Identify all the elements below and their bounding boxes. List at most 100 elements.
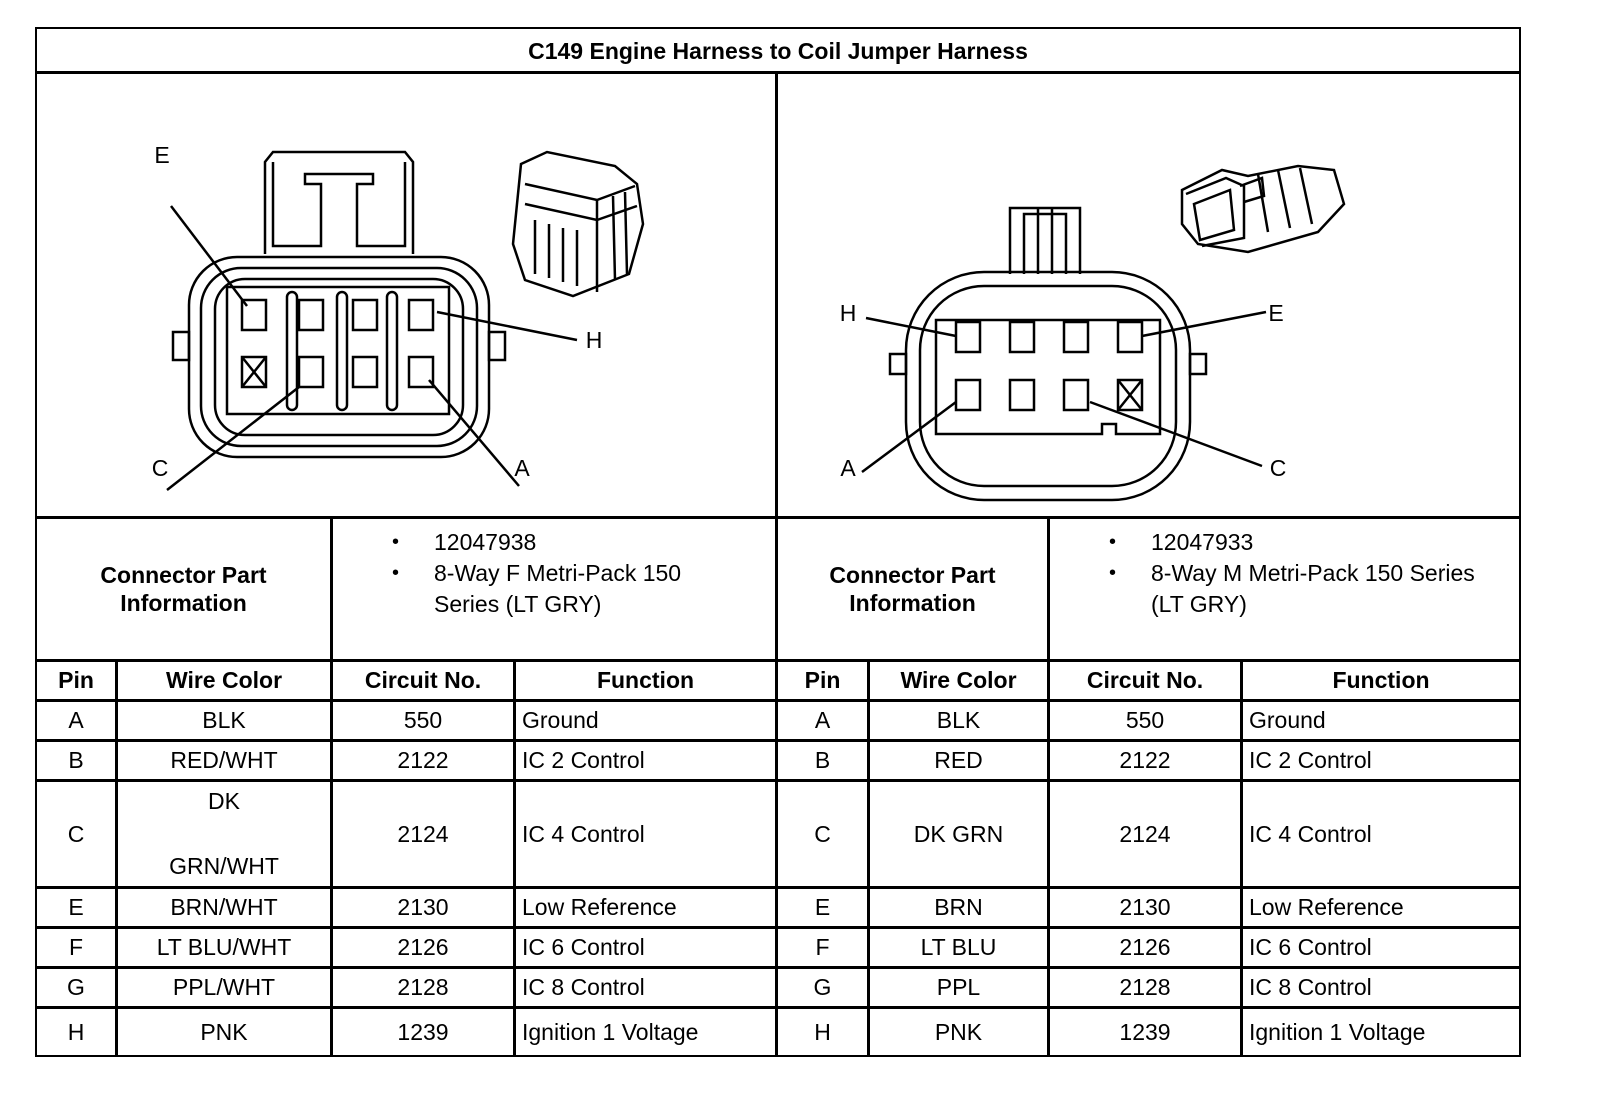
cell-function: IC 8 Control [1249,974,1372,1000]
cell-wire-color: BLK [936,707,981,733]
cell-wire-color: PPL/WHT [172,974,276,1000]
cell-circuit: 2128 [397,974,449,1000]
part-info-label-left: Connector Part Information [37,519,330,659]
cell-circuit: 2122 [1119,747,1171,773]
cell-wire-color: PNK [934,1018,983,1045]
cell-circuit: 2130 [1119,894,1171,920]
cell-function: Low Reference [522,894,677,920]
cell-circuit: 1239 [397,1018,449,1045]
part-number-item: 12047938 [380,527,740,558]
col-line [1240,659,1243,1057]
pin-label-a: A [514,454,530,481]
col-header-circuit: Circuit No. [364,667,482,693]
cell-circuit: 2126 [1119,934,1171,960]
cell-wire-color: BLK [202,707,246,733]
row-line [37,966,1519,969]
cell-wire-color: RED [934,747,983,773]
part-info-label-line: Connector Part [829,562,996,588]
cell-pin: H [814,1018,831,1045]
wire-color-line: DK [208,788,240,814]
cell-pin: G [813,974,832,1000]
cell-function: IC 6 Control [1249,934,1372,960]
female-connector-diagram [166,150,645,491]
cell-circuit: 2124 [1119,820,1171,847]
col-line [867,659,870,1057]
col-header-pin: Pin [804,667,841,693]
cell-function: IC 4 Control [1249,820,1372,847]
cell-pin: C [67,820,85,847]
cell-pin: A [68,707,84,733]
wire-color-line: GRN/WHT [169,853,279,879]
col-header-function: Function [1332,667,1430,693]
center-divider [775,71,778,1057]
cell-pin: B [68,747,84,773]
cell-function: IC 8 Control [522,974,645,1000]
pin-label-h-right: H [839,299,857,326]
cell-function: Low Reference [1249,894,1404,920]
part-numbers-right: 12047933 8-Way M Metri-Pack 150 Series (… [1097,527,1507,620]
pin-label-e: E [154,141,170,168]
header-divider [37,699,1519,702]
part-info-label-right: Connector Part Information [778,519,1047,659]
cell-wire-color: LT BLU/WHT [156,934,292,960]
male-connector-diagram [861,164,1346,502]
pin-label-a-right: A [840,454,856,481]
cell-function: Ground [1249,707,1326,733]
row-line [37,739,1519,742]
cell-pin: F [68,934,84,960]
cell-circuit: 550 [1125,707,1165,733]
row-line [37,779,1519,782]
col-header-pin: Pin [58,667,94,693]
part-numbers-left: 12047938 8-Way F Metri-Pack 150 Series (… [380,527,740,620]
cell-pin: A [814,707,831,733]
title-divider [37,71,1519,74]
cell-function: IC 2 Control [522,747,645,773]
row-line [37,886,1519,889]
cell-function: Ignition 1 Voltage [522,1018,699,1045]
partinfo-vline-left [330,516,333,659]
cell-wire-color: PNK [200,1018,248,1045]
diagram-divider [37,516,1519,519]
cell-wire-color: RED/WHT [170,747,278,773]
col-line [330,659,333,1057]
cell-wire-color: PPL [936,974,981,1000]
cell-wire-color: DK GRN [913,820,1004,847]
cell-pin: C [814,820,831,847]
pin-label-h: H [585,326,603,353]
cell-circuit: 2130 [397,894,449,920]
connector-sheet: C149 Engine Harness to Coil Jumper Harne… [35,27,1521,1057]
col-header-wire-color: Wire Color [165,667,283,693]
page-title: C149 Engine Harness to Coil Jumper Harne… [528,37,1028,64]
cell-pin: B [814,747,831,773]
cell-pin: F [815,934,830,960]
cell-function: Ignition 1 Voltage [1249,1018,1426,1045]
cell-function: IC 2 Control [1249,747,1372,773]
cell-wire-color: BRN/WHT [170,894,278,920]
cell-function: Ground [522,707,599,733]
pin-label-c: C [151,454,169,481]
cell-pin: E [68,894,84,920]
cell-circuit: 2126 [397,934,449,960]
col-header-function: Function [596,667,695,693]
part-info-label-line: Information [120,590,247,616]
cell-pin: G [67,974,85,1000]
cell-pin: H [67,1018,85,1045]
cell-wire-color: BRN [934,894,983,920]
col-header-wire-color: Wire Color [900,667,1017,693]
cell-circuit: 2124 [397,820,449,847]
cell-function: IC 6 Control [522,934,645,960]
col-line [513,659,516,1057]
col-line [1047,659,1050,1057]
row-line [37,926,1519,929]
partinfo-divider [37,659,1519,662]
cell-function: IC 4 Control [522,820,645,847]
part-number-item: 8-Way M Metri-Pack 150 Series (LT GRY) [1097,558,1507,620]
row-line [37,1006,1519,1009]
part-number-item: 8-Way F Metri-Pack 150 Series (LT GRY) [380,558,740,620]
partinfo-vline-right [1047,516,1050,659]
part-info-label-line: Information [849,590,976,616]
cell-circuit: 1239 [1119,1018,1171,1045]
part-info-label-line: Connector Part [100,562,267,588]
part-number-item: 12047933 [1097,527,1507,558]
col-header-circuit: Circuit No. [1086,667,1204,693]
